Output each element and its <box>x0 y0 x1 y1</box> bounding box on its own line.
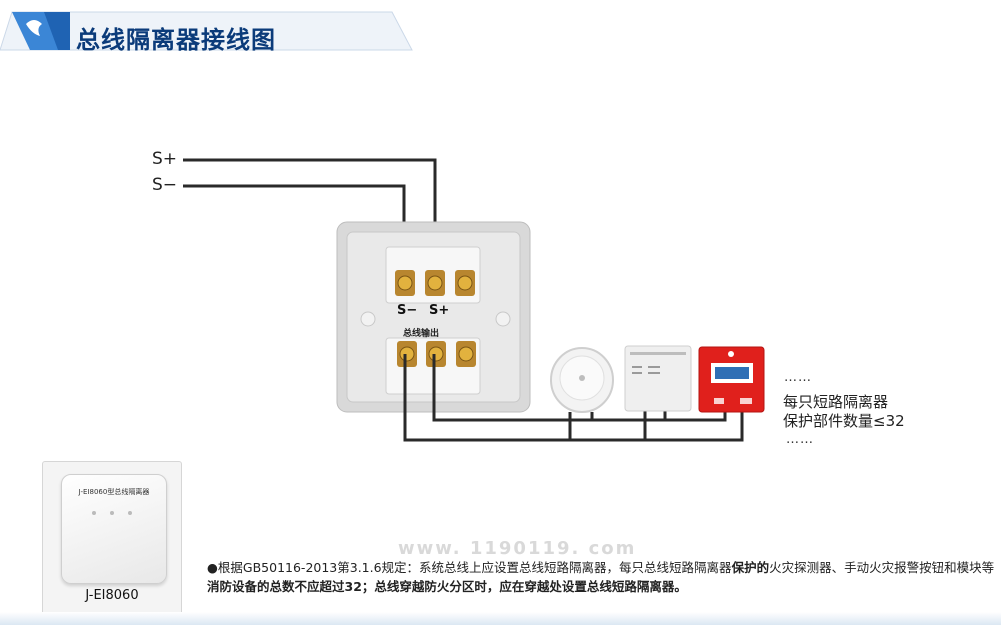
terminal-bottom-2 <box>426 341 446 367</box>
led-icon <box>110 511 114 515</box>
led-icon <box>92 511 96 515</box>
bus-output-label: 总线输出 <box>403 329 440 339</box>
ellipsis-bottom: …… <box>786 432 814 447</box>
terminal-top-3 <box>455 270 475 296</box>
terminal-bottom-1 <box>397 341 417 367</box>
regulation-note: ●根据GB50116-2013第3.1.6规定：系统总线上应设置总线短路隔离器，… <box>207 558 997 596</box>
terminal-minus-label: S− <box>397 303 418 318</box>
page-title: 总线隔离器接线图 <box>76 26 276 54</box>
isolator-base <box>336 221 531 413</box>
regulation-note-bold1: 保护的 <box>731 560 770 575</box>
product-image: J-EI8060型总线隔离器 <box>61 474 167 584</box>
led-icon <box>128 511 132 515</box>
product-card: J-EI8060型总线隔离器 J-EI8060 <box>42 461 182 621</box>
smoke-detector-icon <box>550 347 614 413</box>
terminal-top-1 <box>395 270 415 296</box>
terminal-bottom-3 <box>456 341 476 367</box>
footer-strip <box>0 612 1001 625</box>
regulation-note-bold2: 消防设备的总数不应超过32；总线穿越防火分区时，应在穿越处设置总线短路隔离器。 <box>207 579 687 594</box>
side-note-line2: 保护部件数量≤32 <box>783 412 905 430</box>
terminal-plus-label: S+ <box>429 303 450 318</box>
output-wire-a <box>403 354 744 442</box>
io-module-icon <box>624 345 692 412</box>
bus-s-minus-label: S− <box>152 175 178 195</box>
product-box-title: J-EI8060型总线隔离器 <box>78 488 150 496</box>
watermark: www. 1190119. com <box>398 538 637 559</box>
terminal-top-2 <box>425 270 445 296</box>
logo-icon <box>26 20 42 36</box>
bus-s-plus-label: S+ <box>152 149 178 169</box>
product-caption: J-EI8060 <box>85 588 139 603</box>
manual-alarm-button-icon <box>698 346 765 413</box>
output-wire-b <box>432 354 727 422</box>
regulation-note-part3: 火灾探测器、手动火灾报警按钮和模块等 <box>769 560 995 575</box>
side-note-line1: 每只短路隔离器 <box>783 393 889 411</box>
header-banner <box>0 11 413 51</box>
regulation-note-part1: ●根据GB50116-2013第3.1.6规定：系统总线上应设置总线短路隔离器，… <box>207 560 732 575</box>
ellipsis-top: …… <box>784 370 812 385</box>
